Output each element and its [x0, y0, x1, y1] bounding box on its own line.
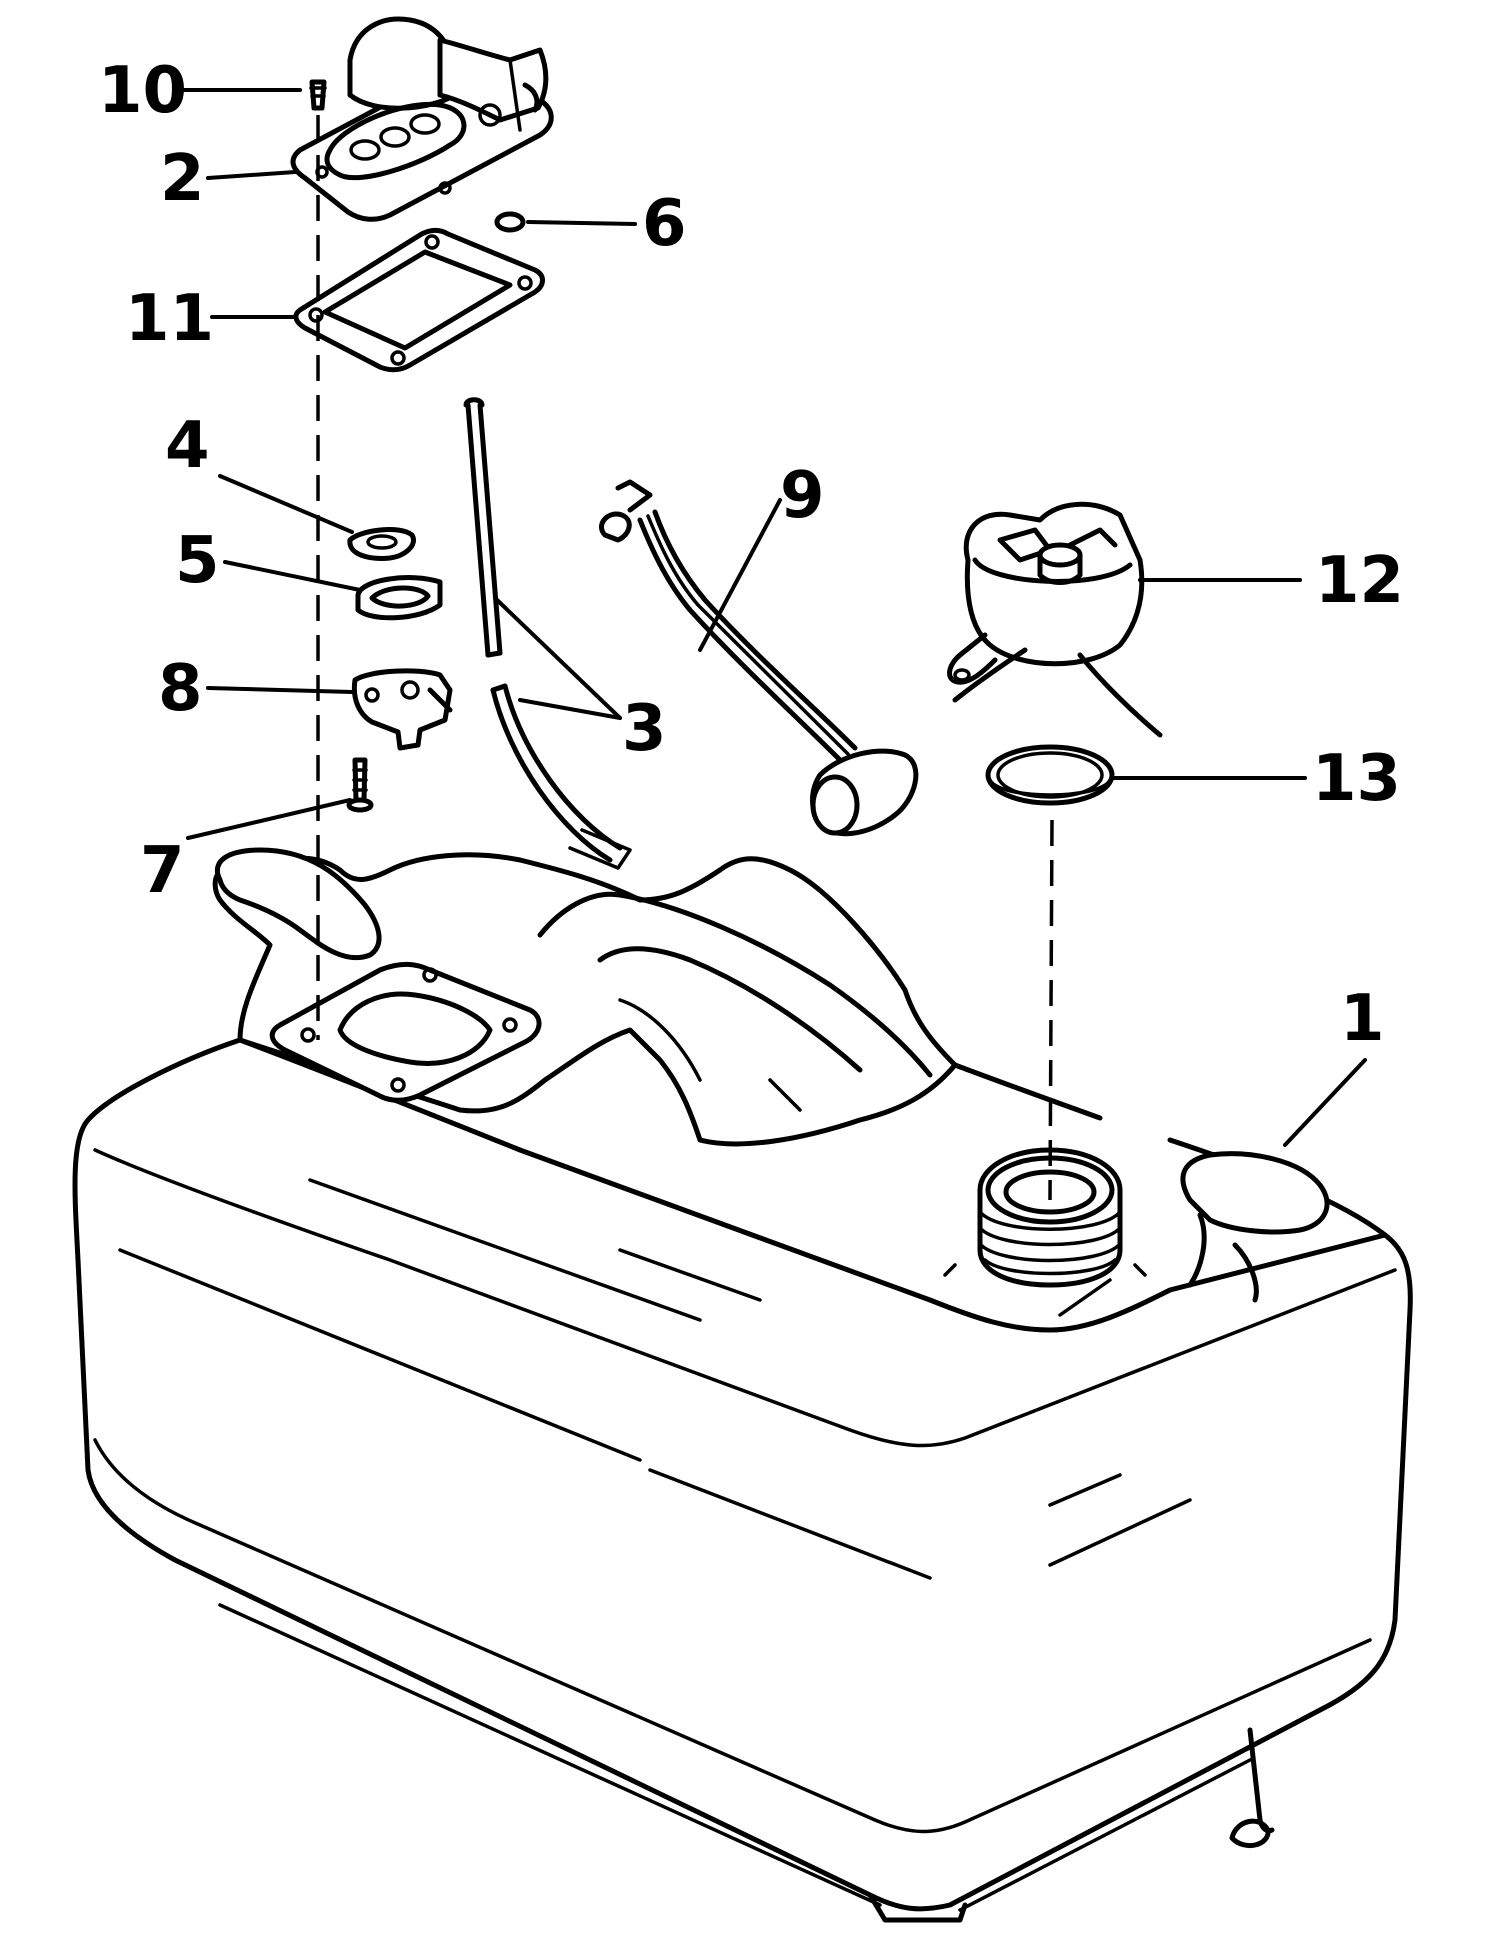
callout-13: 13 — [1312, 742, 1401, 816]
part-2-gauge-housing — [290, 16, 554, 222]
callout-2: 2 — [160, 142, 205, 216]
callout-labels: 10 2 6 11 4 5 8 3 7 9 12 13 1 — [98, 54, 1404, 1056]
part-1-fuel-tank — [72, 847, 1413, 1923]
part-7-screw — [346, 757, 374, 813]
part-3-pickup-tube — [463, 397, 632, 870]
part-6-o-ring — [494, 211, 526, 233]
callout-8: 8 — [158, 652, 203, 726]
callout-9: 9 — [780, 459, 825, 533]
part-8-sender-bracket — [351, 668, 453, 751]
part-5-seal — [355, 575, 443, 621]
callout-3: 3 — [622, 692, 667, 766]
part-10-screw — [309, 79, 327, 111]
part-4-plate — [347, 527, 416, 561]
callout-12: 12 — [1315, 544, 1404, 618]
part-12-filler-cap — [947, 501, 1163, 738]
callout-1: 1 — [1340, 982, 1385, 1056]
leader-lines — [173, 88, 1367, 1147]
callout-10: 10 — [98, 54, 187, 128]
callout-4: 4 — [165, 409, 210, 483]
assembly-axis-right — [1048, 819, 1054, 1201]
callout-6: 6 — [642, 187, 687, 261]
part-11-gasket — [293, 227, 545, 373]
part-13-ring-gasket — [985, 744, 1115, 806]
callout-7: 7 — [140, 834, 185, 908]
callout-5: 5 — [175, 524, 220, 598]
callout-11: 11 — [125, 282, 214, 356]
part-9-float-arm — [599, 479, 919, 837]
